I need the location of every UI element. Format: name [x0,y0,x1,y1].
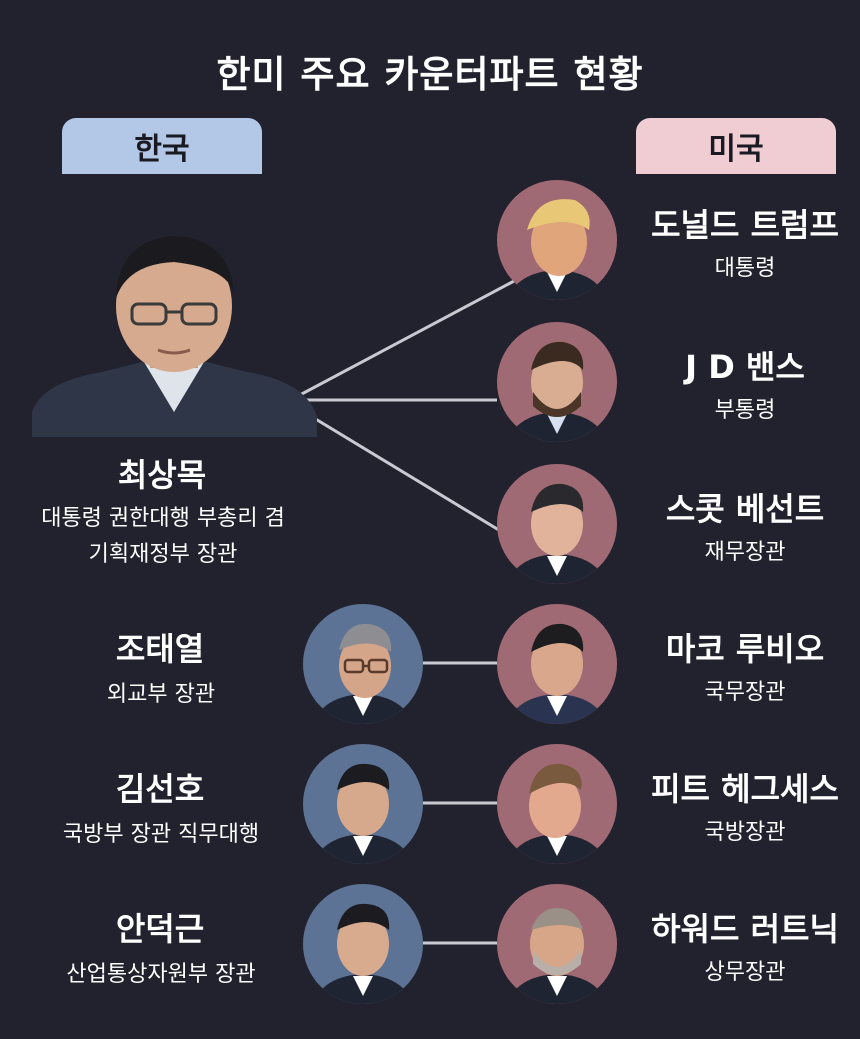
vance-portrait [497,322,617,442]
main-korea-role-line2: 기획재정부 장관 [88,542,238,567]
usa-role-5: 국방장관 [704,820,786,845]
usa-role-6: 상무장관 [704,960,786,985]
usa-name-5: 피트 헤그세스 [651,770,839,808]
main-korea-name: 최상목 [117,456,207,494]
usa-name-6: 하워드 러트닉 [651,910,839,948]
usa-role-2: 부통령 [714,398,776,423]
page-title: 한미 주요 카운터파트 현황 [216,53,644,96]
lutnick-portrait [497,884,617,1004]
usa-role-4: 국무장관 [704,680,786,705]
trump-portrait [497,180,617,300]
korea-role-2: 국방부 장관 직무대행 [62,822,260,847]
hegseth-portrait [497,744,617,864]
main-korea-role-line1: 대통령 권한대행 부총리 겸 [41,506,285,531]
korea-role-1: 외교부 장관 [106,682,216,707]
ahn-dukgeun-portrait [303,884,423,1004]
korea-name-1: 조태열 [115,630,205,668]
korea-name-2: 김선호 [115,770,205,808]
cho-taeyul-portrait [303,604,423,724]
usa-role-3: 재무장관 [704,540,786,565]
bessent-portrait [497,464,617,584]
rubio-portrait [497,604,617,724]
usa-header: 미국 [636,118,836,174]
connector-choi-bessent [303,410,513,540]
usa-name-4: 마코 루비오 [665,630,825,668]
kim-seonho-portrait [303,744,423,864]
choi-sangmok-photo [32,222,317,437]
korea-header: 한국 [62,118,262,174]
usa-name-1: 도널드 트럼프 [651,206,839,244]
korea-name-3: 안덕근 [115,910,205,948]
connector-choi-trump [297,278,517,398]
korea-role-3: 산업통상자원부 장관 [66,962,256,987]
usa-role-1: 대통령 [714,256,776,281]
usa-name-2: J D 밴스 [685,348,805,386]
usa-name-3: 스콧 베선트 [665,490,825,528]
